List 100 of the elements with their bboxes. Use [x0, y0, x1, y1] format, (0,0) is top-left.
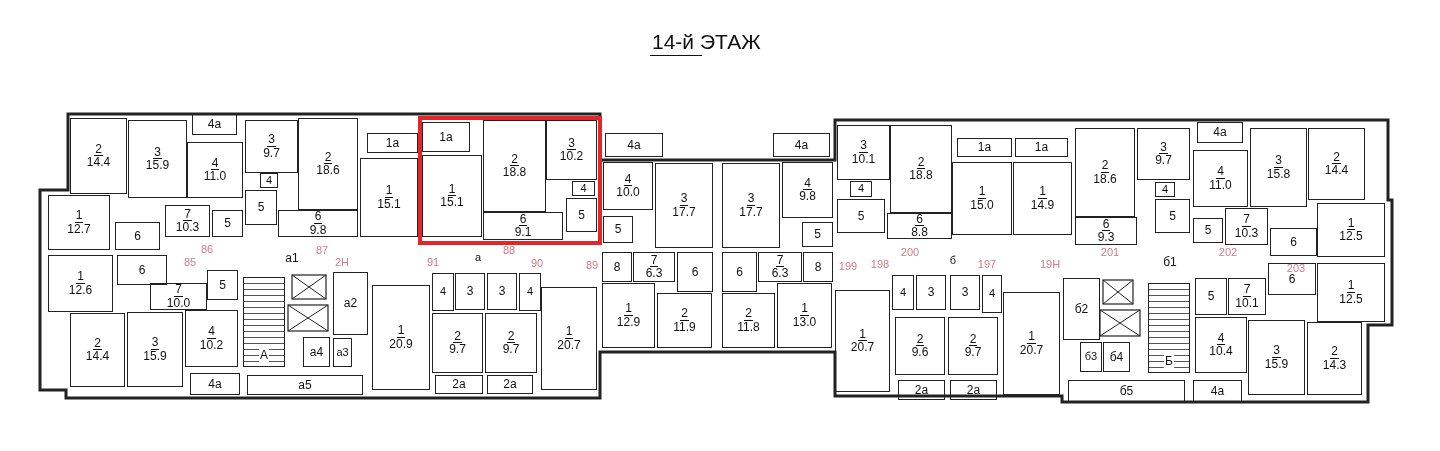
room: [190, 373, 240, 395]
room: [1137, 128, 1190, 180]
room-number: 3: [859, 139, 868, 153]
room: [541, 287, 597, 390]
room-area: 18.8: [909, 169, 933, 183]
room-area: 12.7: [67, 222, 91, 236]
room-number: 1: [74, 209, 84, 223]
room-area: 11.8: [737, 320, 760, 334]
room-area: 14.4: [1324, 164, 1349, 178]
room-number: б1: [1162, 255, 1178, 269]
room-area: 14.4: [86, 156, 111, 170]
room-number: 1а: [976, 141, 993, 154]
room: [245, 120, 298, 173]
room: [802, 222, 833, 247]
room-number: 2: [1100, 159, 1110, 173]
room-number: 2а: [451, 378, 467, 391]
room: [602, 252, 632, 282]
room: [722, 293, 775, 348]
room-number: 2: [744, 307, 753, 321]
room-number: б4: [1108, 350, 1125, 364]
room: [1068, 380, 1185, 402]
room: [185, 310, 238, 367]
room: [1317, 263, 1385, 322]
room-area: 9.7: [1155, 154, 1172, 168]
room-area: 9.1: [514, 226, 532, 240]
room-number: б: [948, 255, 958, 267]
room-number: 4а: [1212, 126, 1228, 139]
room-area: 10.1: [851, 152, 876, 166]
room-area: 10.3: [175, 221, 200, 235]
room-area: 9.7: [502, 343, 520, 357]
room-area: 15.1: [440, 196, 464, 210]
room: [422, 122, 470, 152]
room-number: 8: [813, 260, 823, 274]
room-area: 10.1: [1235, 296, 1259, 310]
apartment-number: 198: [870, 258, 890, 270]
room: [1308, 128, 1365, 200]
room: [1075, 217, 1137, 245]
room: [773, 133, 830, 157]
room: [605, 133, 663, 157]
room-area: 6.3: [771, 267, 789, 281]
room: [245, 190, 277, 225]
room: [1015, 138, 1068, 157]
room-number: 6: [1101, 217, 1111, 232]
room: [70, 118, 127, 194]
room: [1225, 208, 1268, 245]
apartment-number: 90: [530, 257, 544, 269]
plan-title: 14-й ЭТАЖ: [652, 30, 761, 54]
room-number: а1: [284, 251, 300, 265]
room-number: 8: [612, 260, 622, 274]
room: [895, 317, 945, 375]
room-number: 4: [525, 286, 535, 298]
room: [892, 275, 914, 310]
room-number: А: [259, 349, 269, 362]
room-number: 3: [497, 285, 507, 298]
room: [303, 337, 330, 367]
room-number: 5: [1203, 224, 1213, 237]
room-area: 15.8: [1266, 167, 1291, 181]
room-area: 17.7: [739, 205, 763, 219]
room: [572, 181, 595, 196]
room-number: 1а: [384, 136, 401, 150]
room: [982, 275, 1002, 313]
apartment-number: 91: [426, 256, 440, 268]
room-number: 3: [153, 145, 162, 160]
room: [916, 275, 946, 310]
room-area: 14.9: [1030, 198, 1055, 212]
room-number: 1: [1027, 330, 1036, 344]
room-area: 11.9: [673, 320, 696, 334]
room-number: 7: [775, 253, 785, 268]
room: [165, 205, 210, 237]
room: [483, 212, 563, 240]
room-area: 10.2: [199, 338, 224, 352]
room-number: 2а: [913, 383, 930, 397]
room: [566, 198, 597, 232]
room-area: 10.0: [166, 296, 191, 310]
room-number: 1: [384, 184, 394, 198]
room-number: 4: [207, 325, 216, 339]
room: [207, 270, 238, 300]
room-number: 3: [465, 285, 475, 298]
room: [603, 216, 633, 243]
room-number: 4: [210, 156, 220, 171]
room-area: 9.8: [309, 223, 327, 237]
room-number: 6: [1289, 235, 1298, 249]
room-number: 6: [133, 229, 142, 243]
room: [782, 162, 833, 218]
room: [298, 118, 358, 210]
room-area: 9.3: [1097, 231, 1115, 245]
room-area: 9.6: [911, 346, 929, 360]
room: [835, 290, 890, 392]
room: [128, 120, 187, 198]
room-number: 4: [264, 174, 274, 187]
room-area: 10.0: [616, 186, 640, 200]
room: [1075, 128, 1135, 217]
room-number: а5: [297, 378, 313, 392]
room: [422, 155, 482, 237]
room-number: 3: [267, 133, 276, 147]
room: [837, 199, 885, 233]
room-number: 6: [313, 210, 323, 224]
room-number: 4а: [207, 377, 223, 391]
room-number: 1: [447, 182, 457, 197]
room-number: 6: [1288, 272, 1296, 286]
